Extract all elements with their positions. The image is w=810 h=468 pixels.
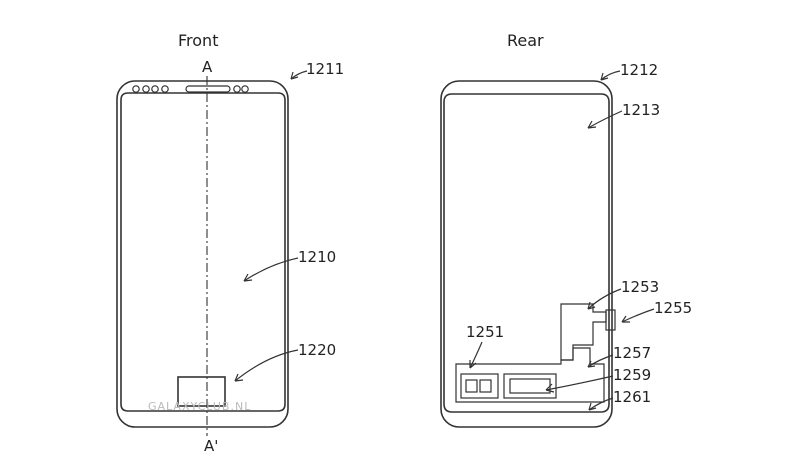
connector-1255	[605, 309, 616, 331]
front-speaker-grille	[185, 85, 231, 93]
front-camera-icon	[161, 85, 169, 93]
front-sensor-icon	[241, 85, 249, 93]
leader-1213	[587, 110, 623, 129]
watermark: GALAXYCLUB.NL	[148, 400, 251, 413]
label-1220: 1220	[298, 341, 336, 359]
rear-body-outline	[440, 80, 613, 428]
front-sensor-icon	[142, 85, 150, 93]
label-1257: 1257	[613, 344, 651, 362]
label-1253: 1253	[621, 278, 659, 296]
rear-cover-1213	[443, 93, 610, 413]
leader-1261	[588, 397, 614, 411]
module-inner-1259	[509, 378, 551, 394]
leader-1257	[587, 354, 614, 368]
label-1259: 1259	[613, 366, 651, 384]
front-sensor-icon	[132, 85, 140, 93]
leader-1220	[234, 349, 299, 382]
front-phone	[116, 80, 289, 428]
front-sensor-icon	[151, 85, 159, 93]
leader-1259	[545, 375, 614, 391]
arrow-1253	[587, 301, 596, 310]
module-outer-1259	[503, 373, 557, 399]
label-1251: 1251	[466, 323, 504, 341]
arrow-1255	[621, 315, 630, 323]
label-1210: 1210	[298, 248, 336, 266]
leader-1255	[621, 308, 655, 323]
label-1261: 1261	[613, 388, 651, 406]
fingerprint-sensor-1220	[177, 376, 226, 407]
sensor-cell-left	[465, 379, 478, 393]
sensor-cell-right	[479, 379, 492, 393]
arrow-1257	[587, 360, 596, 368]
arrow-1210	[243, 273, 253, 282]
arrow-1212	[600, 72, 609, 81]
leader-1253	[587, 288, 622, 310]
label-1255: 1255	[654, 299, 692, 317]
front-body-outline	[116, 80, 289, 428]
leader-1212	[600, 70, 621, 81]
front-sensor-icon	[233, 85, 241, 93]
leader-1210	[243, 257, 299, 282]
label-1211: 1211	[306, 60, 344, 78]
arrow-1261	[588, 402, 597, 411]
section-label-top: A	[202, 58, 213, 76]
arrow-1211	[290, 71, 299, 80]
sensor-package-1251	[460, 373, 499, 399]
rear-phone	[440, 80, 616, 428]
arrow-1251	[469, 360, 477, 369]
arrow-1213	[587, 120, 597, 129]
flex-cable-1253	[560, 303, 607, 361]
section-label-bottom: A'	[204, 437, 218, 455]
label-1212: 1212	[620, 61, 658, 79]
leader-1251	[469, 341, 483, 369]
arrow-1220	[234, 373, 244, 382]
front-heading: Front	[178, 31, 218, 50]
front-display-1210	[120, 92, 286, 412]
rear-heading: Rear	[507, 31, 544, 50]
label-1213: 1213	[622, 101, 660, 119]
arrow-1259	[545, 383, 555, 393]
board-1257	[455, 347, 605, 403]
